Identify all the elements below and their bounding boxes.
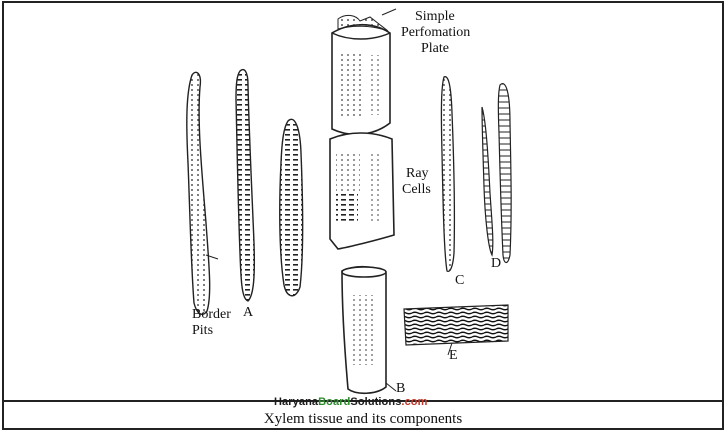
- label-plate-line1: Simple: [415, 9, 455, 24]
- label-cells: Cells: [402, 182, 431, 197]
- watermark-part3: Solutions: [350, 396, 402, 408]
- caption-divider: [4, 400, 722, 402]
- label-plate-line3: Plate: [421, 41, 449, 56]
- tracheid-3: [279, 118, 304, 297]
- label-border: Border: [192, 307, 231, 322]
- element-c: [440, 76, 456, 273]
- label-pits: Pits: [192, 323, 214, 338]
- watermark-part2: Board: [318, 396, 351, 408]
- watermark-part1: Haryana: [274, 396, 319, 408]
- vessel-element-b: [341, 265, 397, 395]
- element-e: [403, 304, 509, 356]
- label-d: D: [491, 256, 502, 271]
- vessel-element-ray-cells: [329, 132, 395, 250]
- tracheid-a: [235, 68, 256, 302]
- figure-caption: Xylem tissue and its components: [263, 411, 463, 427]
- tracheid-border-pits: [186, 71, 219, 315]
- watermark-part4: .com: [401, 396, 428, 408]
- label-e: E: [449, 348, 458, 363]
- vessel-element-top: [331, 8, 397, 136]
- element-d: [481, 83, 512, 264]
- watermark: HaryanaBoardSolutions.com: [274, 396, 428, 408]
- xylem-drawing: [186, 8, 512, 395]
- label-c: C: [455, 273, 465, 288]
- label-b: B: [396, 381, 406, 396]
- label-ray: Ray: [406, 166, 429, 181]
- label-plate-line2: Perfomation: [401, 25, 471, 40]
- label-a: A: [243, 305, 254, 320]
